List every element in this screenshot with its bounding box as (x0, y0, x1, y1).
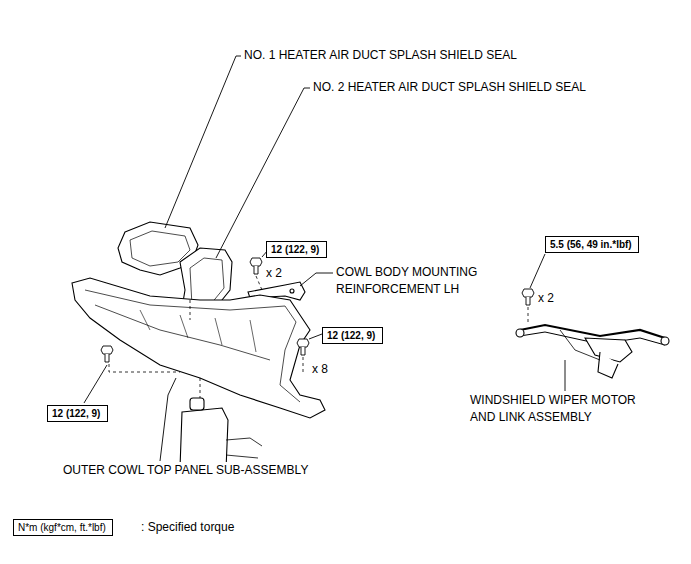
quantity-mark: x 2 (265, 265, 283, 282)
torque-box: 12 (122, 9) (47, 405, 108, 422)
torque-value: 12 (122, 9) (52, 407, 103, 420)
torque-value: 12 (122, 9) (327, 329, 378, 342)
part-name: COWL BODY MOUNTING REINFORCEMENT LH (335, 264, 492, 298)
part-name: NO. 1 HEATER AIR DUCT SPLASH SHIELD SEAL (243, 47, 518, 64)
quantity-mark: x 8 (311, 361, 329, 378)
torque-box: 12 (122, 9) (266, 241, 327, 258)
part-name: OUTER COWL TOP PANEL SUB-ASSEMBLY (62, 462, 309, 479)
unit-legend-box: N*m (kgf*cm, ft.*lbf) (13, 519, 113, 536)
torque-value: 5.5 (56, 49 in.*lbf) (550, 238, 634, 251)
torque-box: 12 (122, 9) (322, 327, 383, 344)
part-name: WINDSHIELD WIPER MOTOR AND LINK ASSEMBLY (469, 392, 661, 426)
torque-value: 12 (122, 9) (271, 243, 322, 256)
quantity-mark: x 2 (537, 290, 555, 307)
part-name: NO. 2 HEATER AIR DUCT SPLASH SHIELD SEAL (312, 79, 587, 96)
torque-box: 5.5 (56, 49 in.*lbf) (545, 236, 639, 253)
torque-value: N*m (kgf*cm, ft.*lbf) (18, 521, 108, 534)
part-name: : Specified torque (140, 519, 235, 536)
